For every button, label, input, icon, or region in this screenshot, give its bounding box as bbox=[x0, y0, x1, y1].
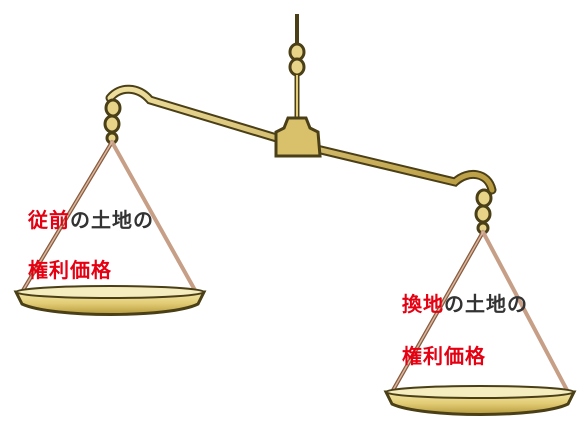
left-pan-label-line1: 従前の土地の bbox=[28, 208, 154, 232]
right-pan-label-rest: の土地の bbox=[444, 292, 528, 316]
pivot-block bbox=[274, 116, 322, 158]
left-pan bbox=[13, 285, 207, 316]
left-pan-label-rest: の土地の bbox=[70, 208, 154, 232]
right-pan-label-line2: 権利価格 bbox=[402, 344, 486, 368]
right-pan-label-line1: 換地の土地の bbox=[402, 292, 528, 316]
right-pan bbox=[383, 385, 577, 416]
top-chain bbox=[288, 42, 306, 77]
left-pan-label-highlight: 従前 bbox=[28, 208, 70, 232]
right-pan-label-highlight: 換地 bbox=[402, 292, 444, 316]
right-hanger-chain bbox=[474, 188, 493, 235]
left-pan-label-line2: 権利価格 bbox=[28, 258, 112, 282]
left-hanger-chain bbox=[103, 98, 122, 145]
right-pan-strings bbox=[390, 230, 570, 394]
left-pan-strings bbox=[20, 140, 198, 294]
